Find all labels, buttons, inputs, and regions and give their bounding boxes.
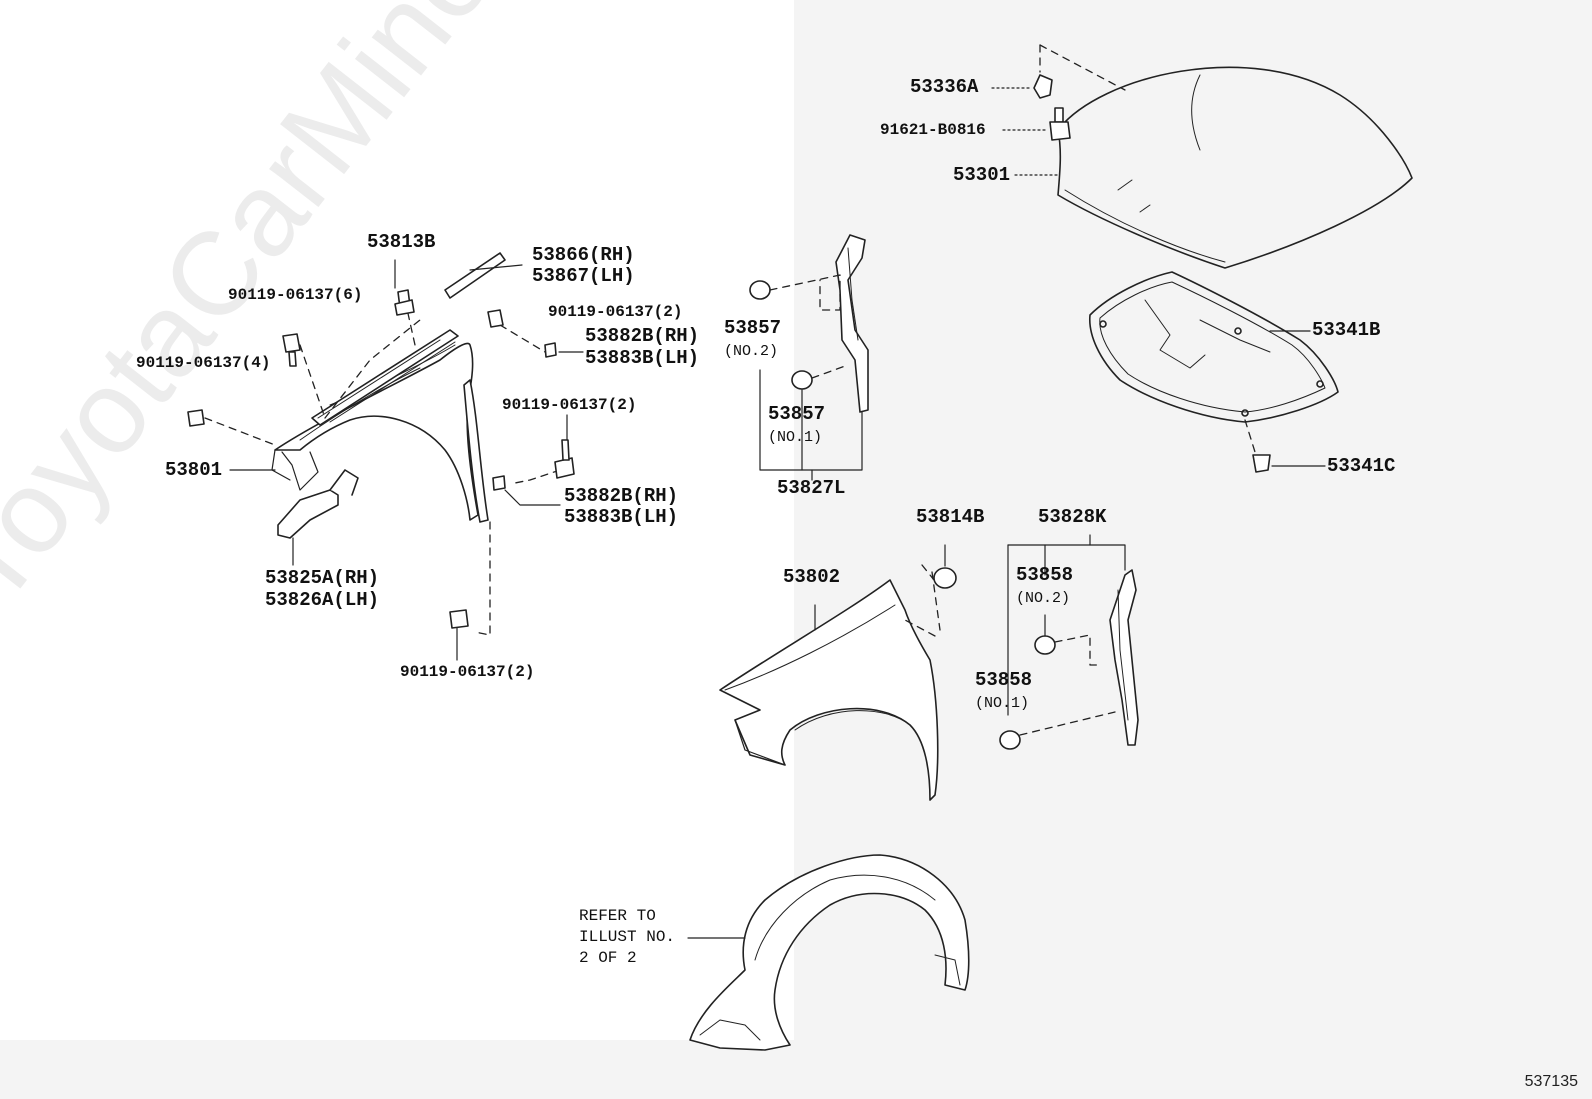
refer-note-line2: ILLUST NO.: [579, 928, 676, 946]
label-53802: 53802: [783, 566, 841, 588]
bottom-band-background: [0, 1040, 1592, 1099]
label-53866: 53866(RH): [532, 244, 635, 266]
clip-53857-no1: [791, 370, 813, 390]
label-53867: 53867(LH): [532, 265, 635, 287]
bolt-91621: [1049, 107, 1071, 141]
label-bolt-6: 90119-06137(6): [228, 286, 363, 304]
label-53882B-a: 53882B(RH): [585, 325, 700, 347]
label-53825A: 53825A(RH): [265, 567, 380, 589]
label-91621-B0816: 91621-B0816: [880, 121, 986, 139]
label-53858-no1: 53858: [975, 669, 1033, 691]
label-53814B: 53814B: [916, 506, 985, 528]
seal-53828K: [1109, 569, 1139, 746]
label-53341C: 53341C: [1327, 455, 1396, 477]
label-53857-no1: 53857: [768, 403, 826, 425]
nut-53882B-a: [544, 342, 557, 358]
label-53341B: 53341B: [1312, 319, 1381, 341]
label-53857-no1-sub: (NO.1): [768, 429, 823, 446]
bolt-90119-4: [282, 333, 301, 367]
label-bolt-2c: 90119-06137(2): [400, 663, 535, 681]
fender-53802: [719, 579, 939, 801]
label-53828K: 53828K: [1038, 506, 1107, 528]
refer-note-line1: REFER TO: [579, 907, 656, 925]
clip-53858-no2: [1034, 635, 1056, 655]
cowl-seal-53813B: [311, 329, 459, 426]
right-panel-background: [794, 0, 1592, 1040]
bolt-90119-left: [187, 409, 205, 427]
label-53858-no2: 53858: [1016, 564, 1074, 586]
seal-53827L: [835, 234, 869, 413]
label-53826A: 53826A(LH): [265, 589, 380, 611]
label-53882B-b: 53882B(RH): [564, 485, 679, 507]
label-53858-no1-sub: (NO.1): [975, 695, 1030, 712]
label-53301: 53301: [953, 164, 1011, 186]
bracket-53825A: [277, 469, 359, 539]
fender-53801: [271, 342, 479, 521]
label-53883B-b: 53883B(LH): [564, 506, 679, 528]
clip-53857-no2: [749, 280, 771, 300]
label-53857-no2-sub: (NO.2): [724, 343, 779, 360]
label-bolt-2b: 90119-06137(2): [502, 396, 637, 414]
bolt-90119-2b: [554, 439, 575, 479]
hood-insulator: [1089, 271, 1339, 423]
seal-53866: [444, 252, 506, 299]
label-53801: 53801: [165, 459, 223, 481]
bolt-90119-2c: [449, 609, 469, 629]
label-53883B-a: 53883B(LH): [585, 347, 700, 369]
label-53827L: 53827L: [777, 477, 846, 499]
hood-panel: [1057, 66, 1413, 269]
label-53858-no2-sub: (NO.2): [1016, 590, 1071, 607]
clip-53814B: [933, 567, 957, 589]
bolt-90119-2a: [487, 309, 504, 328]
illustration-number: 537135: [1524, 1073, 1578, 1090]
fender-liner: [689, 854, 970, 1051]
label-bolt-4: 90119-06137(4): [136, 354, 271, 372]
clip-53336A: [1033, 74, 1053, 99]
label-53813B: 53813B: [367, 231, 436, 253]
nut-53882B-b: [492, 475, 506, 491]
bolt-90119-6: [394, 289, 415, 316]
clip-53341C: [1252, 454, 1271, 473]
clip-53858-no1: [999, 730, 1021, 750]
label-bolt-2a: 90119-06137(2): [548, 303, 683, 321]
label-53857-no2: 53857: [724, 317, 782, 339]
refer-note-line3: 2 OF 2: [579, 949, 637, 967]
label-53336A: 53336A: [910, 76, 979, 98]
